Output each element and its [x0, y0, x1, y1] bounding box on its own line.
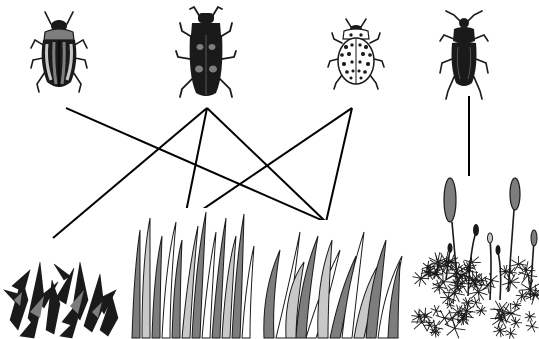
habitat-4-moss-with-sporophytes-icon — [411, 176, 539, 339]
moss-leaf — [516, 295, 522, 296]
moss-leaf — [430, 325, 436, 326]
habitat-3-mixed-grass-icon — [262, 220, 404, 338]
beetle-3-spotted-ladybird-icon — [328, 19, 384, 89]
habitat-2-tall-grass-icon — [128, 208, 256, 338]
beetle-2-four-spot-beetle-icon — [176, 7, 236, 97]
moss-leaf — [430, 332, 436, 333]
moss-leaf — [444, 293, 454, 294]
moss-leaf — [476, 271, 477, 279]
moss-leaf — [424, 325, 430, 326]
moss-leaf — [501, 317, 502, 323]
connector-lines — [53, 96, 469, 238]
moss-leaf — [445, 273, 456, 274]
beetle-1-striped-leaf-beetle-icon — [31, 12, 87, 92]
link-beetle-3-to-habitat-3 — [326, 108, 352, 222]
link-beetle-3-to-habitat-2 — [184, 108, 352, 222]
beetle-4-black-ground-beetle-icon — [440, 11, 488, 99]
habitat-1-low-dark-vegetation-icon — [4, 258, 118, 338]
moss-leaf — [440, 297, 448, 298]
